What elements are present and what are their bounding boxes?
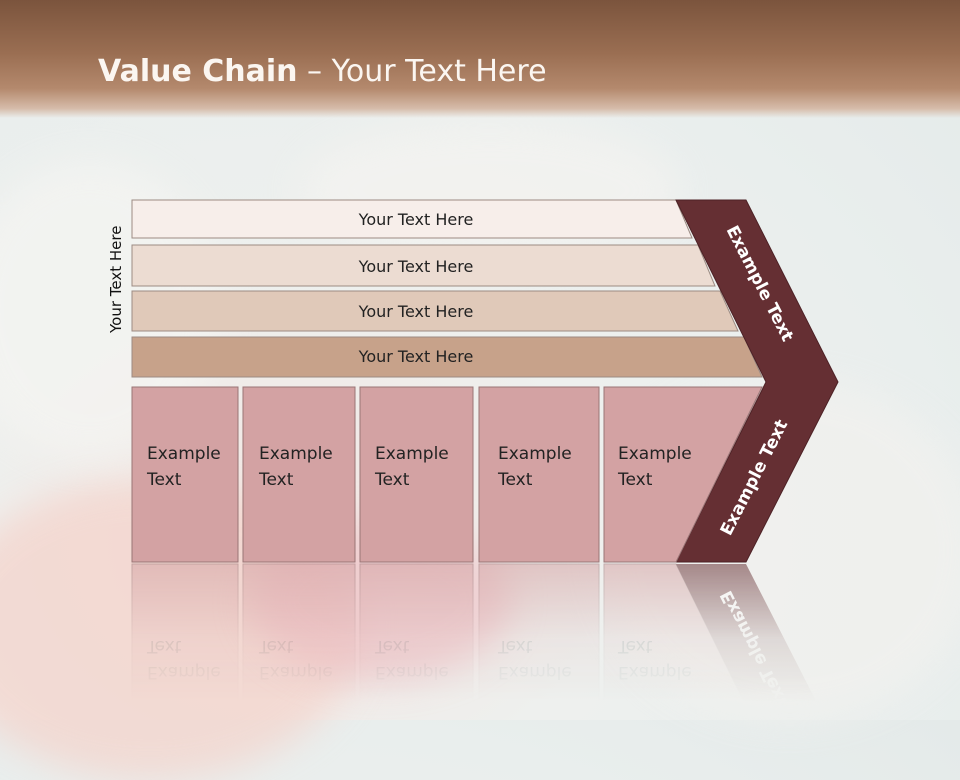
primary-box-3-label: Example Text (374, 444, 454, 490)
reflection-box-4-label: Example Text (497, 636, 577, 682)
primary-box-2 (242, 386, 356, 563)
reflection-chevron (676, 564, 826, 720)
reflection-box-3 (359, 563, 474, 720)
margin-chevron-shape (675, 199, 839, 563)
title-bold: Value Chain (98, 54, 298, 89)
primary-box-5-label: Example Text (617, 444, 697, 490)
support-rows: Your Text Here Your Text Here Your Text … (131, 199, 763, 378)
reflection-box-2-label: Example Text (258, 636, 338, 682)
primary-box-1 (131, 386, 239, 563)
diagram-reflection: Example Text Example Text Example Text E… (131, 563, 826, 720)
title-rest: – Your Text Here (297, 54, 547, 89)
primary-box-4-label: Example Text (497, 444, 577, 490)
primary-box-4 (478, 386, 600, 563)
page-title: Value Chain – Your Text Here (98, 52, 547, 92)
support-row-4 (131, 336, 763, 378)
primary-activities: Example Text Example Text Example Text E… (131, 386, 763, 563)
support-row-2 (131, 244, 716, 287)
value-chain-diagram: Your Text Here Your Text Here Your Text … (131, 199, 839, 720)
primary-box-3 (359, 386, 474, 563)
support-row-1-label: Your Text Here (358, 210, 474, 229)
header-bar (0, 0, 960, 118)
primary-box-5 (603, 386, 763, 563)
reflection-box-2 (242, 563, 356, 720)
reflection-box-3-label: Example Text (374, 636, 454, 682)
support-row-1 (131, 199, 693, 239)
reflection-box-1-label: Example Text (146, 636, 226, 682)
reflection-box-1 (131, 563, 239, 720)
primary-box-2-label: Example Text (258, 444, 338, 490)
support-row-3 (131, 290, 739, 332)
support-row-4-label: Your Text Here (358, 347, 474, 366)
reflection-box-5-label: Example Text (617, 636, 697, 682)
primary-box-1-label: Example Text (146, 444, 226, 490)
reflection-box-4 (478, 563, 600, 720)
support-row-2-label: Your Text Here (358, 257, 474, 276)
support-row-3-label: Your Text Here (358, 302, 474, 321)
